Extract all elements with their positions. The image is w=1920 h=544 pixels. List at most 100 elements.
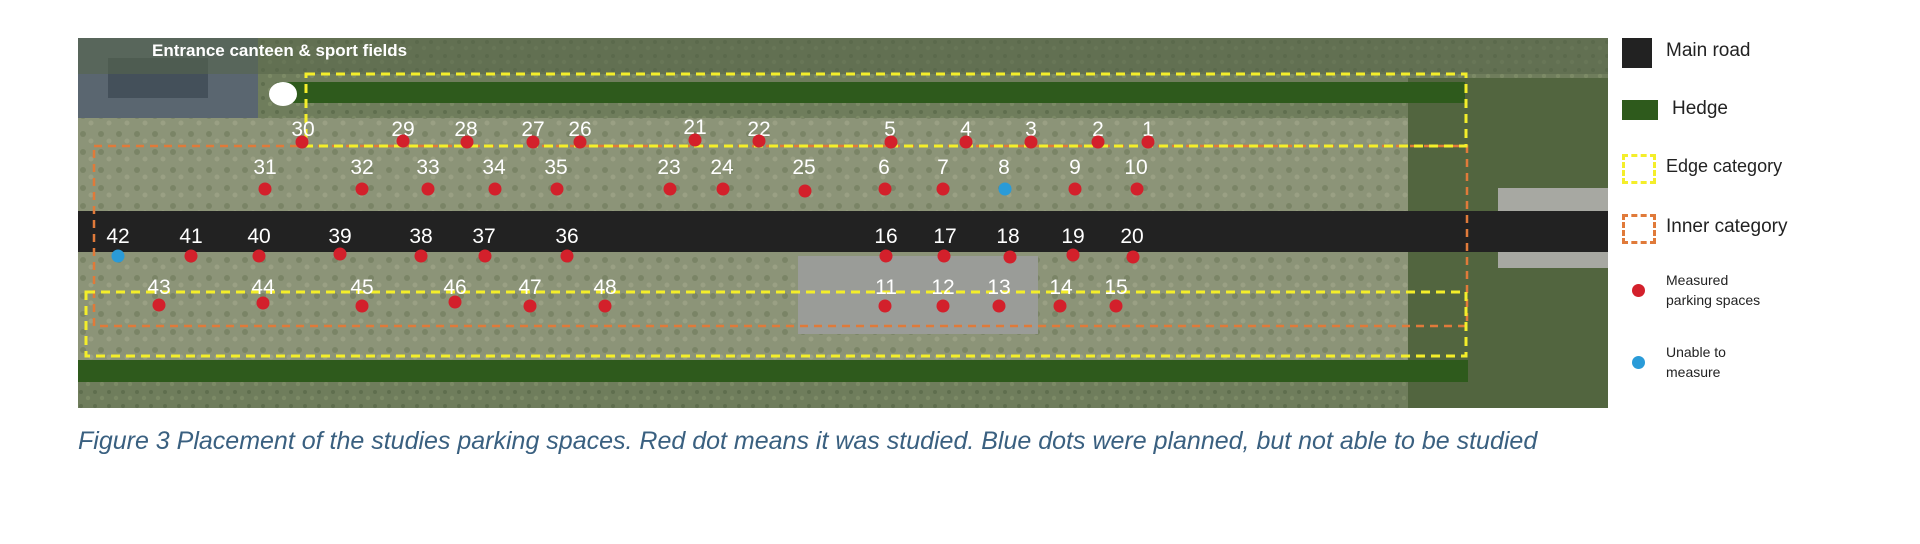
spot-dot-15 — [1109, 299, 1123, 313]
spot-label-26: 26 — [568, 118, 591, 141]
spot-dot-38 — [414, 249, 428, 263]
legend-edge-category: Edge category — [1666, 156, 1783, 176]
legend-measured-line1: Measured — [1666, 272, 1729, 288]
legend-measured: Measured parking spaces — [1666, 270, 1760, 310]
spot-label-7: 7 — [937, 156, 949, 179]
spot-label-33: 33 — [416, 156, 439, 179]
spot-label-36: 36 — [555, 225, 578, 248]
spot-dot-37 — [478, 249, 492, 263]
spot-dot-5 — [884, 135, 898, 149]
spot-dot-20 — [1126, 250, 1140, 264]
spot-dot-35 — [550, 182, 564, 196]
legend-hedge: Hedge — [1672, 98, 1728, 119]
spot-dot-1 — [1141, 135, 1155, 149]
spot-dot-21 — [688, 133, 702, 147]
spot-dot-48 — [598, 299, 612, 313]
spot-label-5: 5 — [884, 118, 896, 141]
spot-dot-32 — [355, 182, 369, 196]
legend-main-road: Main road — [1666, 40, 1751, 61]
spot-label-2: 2 — [1092, 118, 1104, 141]
spot-dot-17 — [937, 249, 951, 263]
spot-label-10: 10 — [1124, 156, 1147, 179]
spot-label-43: 43 — [147, 276, 170, 299]
spot-dot-30 — [295, 135, 309, 149]
spot-dot-7 — [936, 182, 950, 196]
main-road-swatch — [1622, 38, 1652, 68]
spot-label-47: 47 — [518, 276, 541, 299]
spot-dot-18 — [1003, 250, 1017, 264]
spot-dot-36 — [560, 249, 574, 263]
spot-dot-25 — [798, 184, 812, 198]
measured-dot-swatch — [1632, 284, 1645, 297]
spot-dot-27 — [526, 135, 540, 149]
spot-label-45: 45 — [350, 276, 373, 299]
hedge-top — [278, 82, 1465, 103]
spot-dot-14 — [1053, 299, 1067, 313]
spot-dot-41 — [184, 249, 198, 263]
spot-dot-23 — [663, 182, 677, 196]
spot-dot-12 — [936, 299, 950, 313]
spot-label-40: 40 — [247, 225, 270, 248]
spot-dot-39 — [333, 247, 347, 261]
spot-label-6: 6 — [878, 156, 890, 179]
spot-label-38: 38 — [409, 225, 432, 248]
spot-label-13: 13 — [987, 276, 1010, 299]
spot-label-34: 34 — [482, 156, 506, 179]
spot-label-41: 41 — [179, 225, 202, 248]
spot-dot-43 — [152, 298, 166, 312]
spot-dot-2 — [1091, 135, 1105, 149]
spot-label-44: 44 — [251, 276, 275, 299]
spot-label-4: 4 — [960, 118, 972, 141]
inner-category-swatch — [1622, 214, 1656, 244]
spot-dot-42 — [111, 249, 125, 263]
spot-dot-8 — [998, 182, 1012, 196]
spot-label-22: 22 — [747, 118, 770, 141]
spot-dot-24 — [716, 182, 730, 196]
spot-label-1: 1 — [1142, 118, 1154, 141]
spot-label-19: 19 — [1061, 225, 1084, 248]
spot-dot-45 — [355, 299, 369, 313]
spot-dot-19 — [1066, 248, 1080, 262]
entrance-marker — [269, 82, 297, 106]
paved-area — [798, 256, 1038, 334]
spot-dot-6 — [878, 182, 892, 196]
spot-dot-13 — [992, 299, 1006, 313]
spot-dot-44 — [256, 296, 270, 310]
spot-dot-33 — [421, 182, 435, 196]
spot-dot-11 — [878, 299, 892, 313]
spot-dot-40 — [252, 249, 266, 263]
spot-label-27: 27 — [521, 118, 544, 141]
spot-label-28: 28 — [454, 118, 477, 141]
spot-dot-31 — [258, 182, 272, 196]
spot-label-20: 20 — [1120, 225, 1143, 248]
spot-dot-16 — [879, 249, 893, 263]
entrance-label: Entrance canteen & sport fields — [152, 41, 407, 60]
spot-label-25: 25 — [792, 156, 815, 179]
legend-unable-line1: Unable to — [1666, 344, 1726, 360]
legend-unable-line2: measure — [1666, 364, 1721, 380]
legend-unable: Unable to measure — [1666, 342, 1726, 382]
spot-label-32: 32 — [350, 156, 373, 179]
spot-label-31: 31 — [253, 156, 276, 179]
legend-inner-category: Inner category — [1666, 216, 1788, 237]
spot-dot-4 — [959, 135, 973, 149]
spot-label-24: 24 — [710, 156, 734, 179]
spot-dot-28 — [460, 135, 474, 149]
spot-label-29: 29 — [391, 118, 414, 141]
spot-label-15: 15 — [1104, 276, 1127, 299]
unable-dot-swatch — [1632, 356, 1645, 369]
spot-label-39: 39 — [328, 225, 351, 248]
edge-category-outline-bottom — [84, 290, 1468, 358]
spot-dot-47 — [523, 299, 537, 313]
spot-dot-29 — [396, 134, 410, 148]
inner-category-outline — [92, 144, 1469, 328]
spot-label-14: 14 — [1049, 276, 1073, 299]
spot-dot-9 — [1068, 182, 1082, 196]
spot-dot-10 — [1130, 182, 1144, 196]
spot-dot-26 — [573, 135, 587, 149]
spot-label-30: 30 — [291, 118, 314, 141]
spot-dot-3 — [1024, 135, 1038, 149]
